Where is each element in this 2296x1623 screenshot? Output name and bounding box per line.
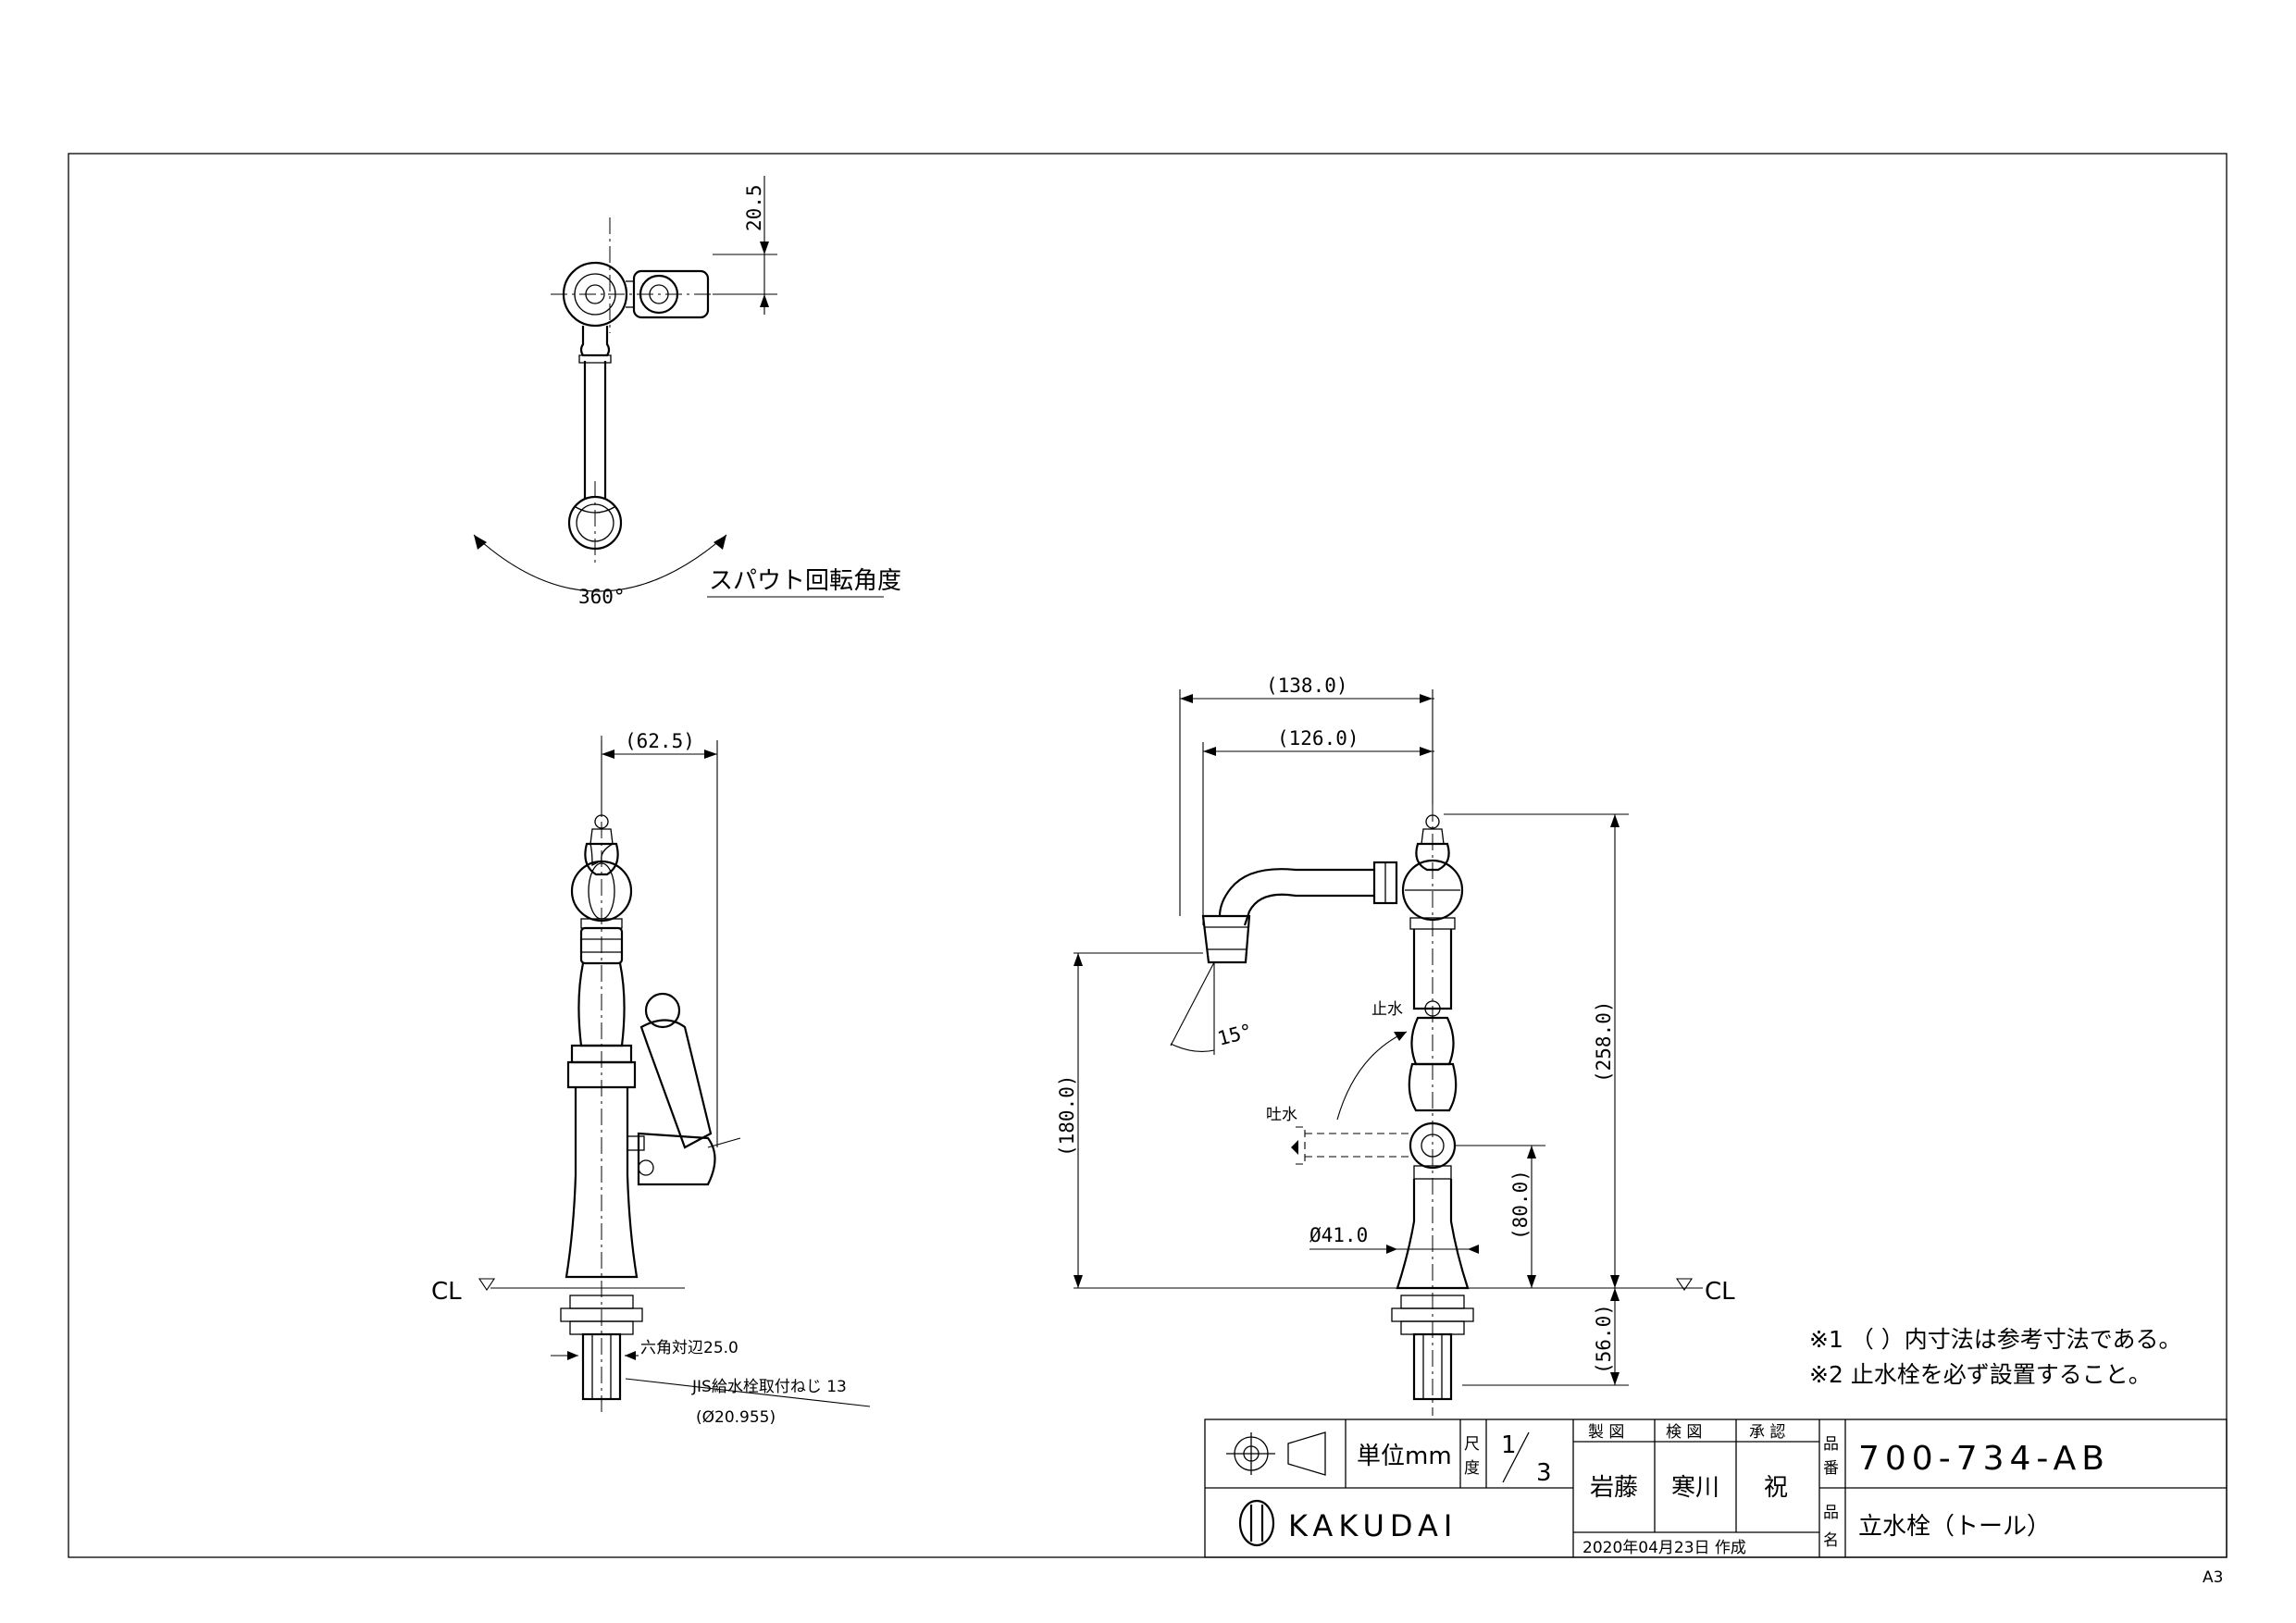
angle-15-label: 15°: [1215, 1020, 1255, 1050]
checked-by: 寒川: [1671, 1474, 1719, 1502]
title-block: 単位mm 尺 度 1 3 製 図 検 図 承 認 岩藤 寒川 祝 品 番 700…: [1204, 1419, 2228, 1558]
scale-den: 3: [1536, 1459, 1552, 1487]
front-view: (138.0) (126.0) 止水 吐水: [1056, 675, 1735, 1416]
dim-80: (80.0): [1509, 1170, 1532, 1240]
scale-label-2: 度: [1464, 1459, 1480, 1478]
unit-label: 単位mm: [1357, 1443, 1452, 1470]
note-1: ※1 （ ）内寸法は参考寸法である。: [1809, 1326, 2182, 1353]
approved-by: 祝: [1764, 1474, 1788, 1502]
scale-num: 1: [1501, 1431, 1517, 1459]
rotation-label: スパウト回転角度: [709, 567, 901, 595]
part-number: 700-734-AB: [1858, 1440, 2110, 1478]
dim-side-62-5: (62.5): [625, 730, 695, 752]
part-no-label-2: 番: [1823, 1459, 1839, 1478]
dim-258: (258.0): [1593, 1000, 1615, 1083]
scale-label-1: 尺: [1464, 1435, 1480, 1454]
part-name-label-2: 名: [1823, 1531, 1839, 1550]
side-view: (62.5) CL: [431, 730, 871, 1427]
cl-side: CL: [431, 1278, 462, 1306]
date-label: 2020年04月23日 作成: [1582, 1539, 1746, 1557]
kakudai-logo: [1238, 1499, 1275, 1547]
dim-126: (126.0): [1277, 727, 1359, 750]
dim-56: (56.0): [1593, 1304, 1615, 1374]
cl-front: CL: [1705, 1278, 1735, 1306]
part-name-label-1: 品: [1823, 1504, 1839, 1522]
sheet-size: A3: [2203, 1568, 2223, 1587]
thread-label: JIS給水栓取付ねじ 13: [691, 1378, 847, 1396]
drawn-header: 製 図: [1588, 1423, 1624, 1442]
thread-dia-label: (Ø20.955): [696, 1408, 776, 1427]
stop-label: 止水: [1371, 1000, 1403, 1019]
spout-label: 吐水: [1266, 1106, 1297, 1124]
sheet-border: [68, 153, 2228, 1558]
dim-180: (180.0): [1056, 1074, 1078, 1157]
top-view: 20.5 360° スパウト回転角度: [473, 176, 901, 608]
approved-header: 承 認: [1749, 1423, 1785, 1442]
drawn-by: 岩藤: [1590, 1474, 1638, 1502]
dim-dia-41: Ø41.0: [1309, 1224, 1368, 1246]
dim-138: (138.0): [1266, 675, 1348, 697]
checked-header: 検 図: [1666, 1423, 1702, 1442]
angle-360-label: 360°: [578, 586, 626, 608]
note-2: ※2 止水栓を必ず設置すること。: [1809, 1361, 2152, 1388]
part-no-label-1: 品: [1823, 1435, 1839, 1454]
brand-name: KAKUDAI: [1288, 1508, 1458, 1543]
dim-top-20-5: 20.5: [743, 184, 765, 231]
part-name: 立水栓（トール）: [1858, 1513, 2051, 1541]
hex-label: 六角対辺25.0: [640, 1339, 738, 1357]
